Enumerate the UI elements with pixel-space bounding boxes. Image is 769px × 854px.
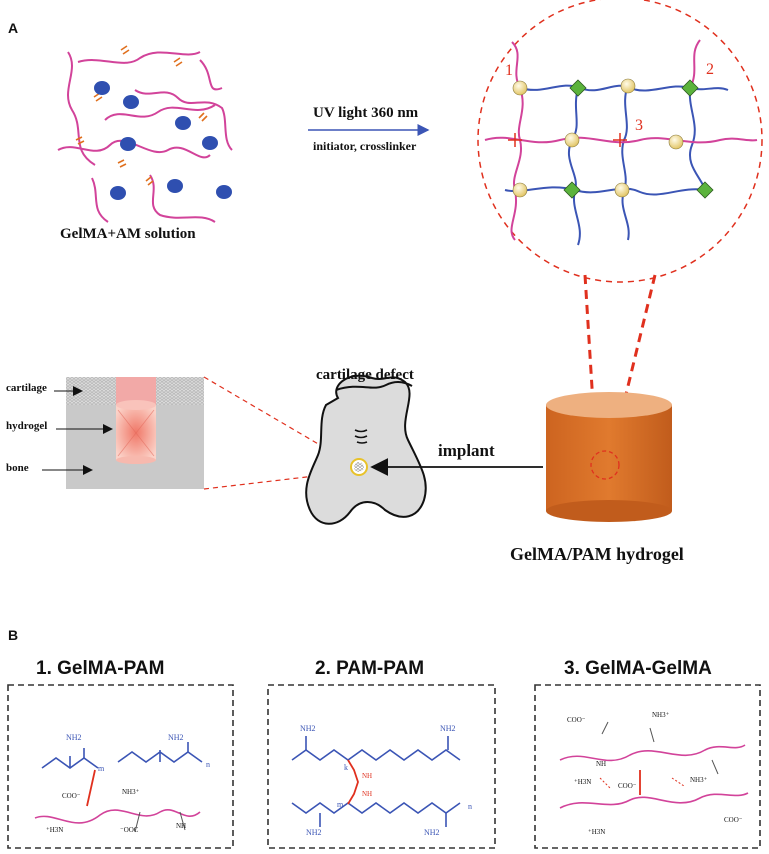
cartilage-label: cartilage bbox=[6, 382, 47, 394]
box2-nh-lower: NH bbox=[362, 790, 373, 798]
box2-h2n-bottom-left: NH2 bbox=[306, 828, 322, 837]
box2-n: n bbox=[468, 802, 472, 811]
knee-bone bbox=[305, 374, 427, 525]
cartilage-defect-label: cartilage defect bbox=[316, 367, 414, 383]
box3-chemistry bbox=[559, 721, 749, 809]
box-outlines bbox=[7, 684, 761, 849]
network-pam-chains bbox=[504, 84, 729, 246]
network-diamonds bbox=[563, 79, 714, 199]
box3-nh3-top: NH3⁺ bbox=[652, 711, 670, 719]
bone-label: bone bbox=[6, 462, 29, 474]
box1-coo: COO⁻ bbox=[62, 792, 81, 800]
box1-nh2-left: NH2 bbox=[66, 733, 82, 742]
uv-light-label: UV light 360 nm bbox=[313, 105, 419, 121]
box3-title: 3. GelMA-GelMA bbox=[564, 658, 712, 679]
box2-nh-upper: NH bbox=[362, 772, 373, 780]
box3-coo-top: COO⁻ bbox=[567, 716, 586, 724]
box1-nh3: NH3⁺ bbox=[122, 788, 140, 796]
box1-nh2-right: NH2 bbox=[168, 733, 184, 742]
initiator-crosslinker-label: initiator, crosslinker bbox=[313, 139, 417, 153]
panel-label-b: B bbox=[8, 627, 19, 643]
box2-h2n-bottom-right: NH2 bbox=[424, 828, 440, 837]
hydrogel-cylinder bbox=[546, 392, 672, 522]
box3-nh-left: NH bbox=[596, 760, 607, 768]
implant-label: implant bbox=[438, 441, 495, 460]
box2-m: m bbox=[337, 800, 344, 809]
solution-label: GelMA+AM solution bbox=[60, 226, 196, 242]
hydrogel-product-label: GelMA/PAM hydrogel bbox=[510, 544, 684, 564]
box1-m: m bbox=[98, 764, 105, 773]
box2-nh2-top-right: NH2 bbox=[440, 724, 456, 733]
box2-k: k bbox=[344, 763, 348, 772]
solution-crosslinker-marks bbox=[75, 45, 208, 186]
box2-chemistry bbox=[291, 736, 461, 827]
box1-n: n bbox=[206, 760, 210, 769]
zoom-circle bbox=[477, 0, 763, 283]
box3-coo-mid: COO⁻ bbox=[618, 782, 637, 790]
monomer-dots bbox=[94, 81, 232, 200]
box1-nh: NH bbox=[176, 822, 187, 830]
crosslink-marker-1: 1 bbox=[505, 62, 513, 79]
tissue-pointer-arrows bbox=[42, 386, 113, 475]
crosslink-marker-2: 2 bbox=[706, 61, 714, 78]
network-crosslink-stars bbox=[508, 133, 627, 147]
box2-nh2-top-left: NH2 bbox=[300, 724, 316, 733]
box1-ooc: ⁻OOC bbox=[120, 826, 139, 834]
box2-title: 2. PAM-PAM bbox=[315, 658, 425, 679]
box1-title: 1. GelMA-PAM bbox=[36, 658, 165, 679]
solution-chains bbox=[57, 51, 233, 223]
box3-coo-bottom: COO⁻ bbox=[724, 816, 743, 824]
network-spheres bbox=[512, 78, 684, 198]
hydrogel-label: hydrogel bbox=[6, 420, 48, 432]
box3-h3n-left: ⁺H3N bbox=[574, 778, 592, 786]
panel-label-a: A bbox=[8, 20, 19, 36]
box3-h3n-bottom: ⁺H3N bbox=[588, 828, 606, 836]
crosslink-marker-3: 3 bbox=[635, 117, 643, 134]
box3-nh3-mid: NH3⁺ bbox=[690, 776, 708, 784]
box1-h3n: ⁺H3N bbox=[46, 826, 64, 834]
box1-chemistry bbox=[34, 742, 203, 833]
tissue-block bbox=[66, 377, 204, 489]
